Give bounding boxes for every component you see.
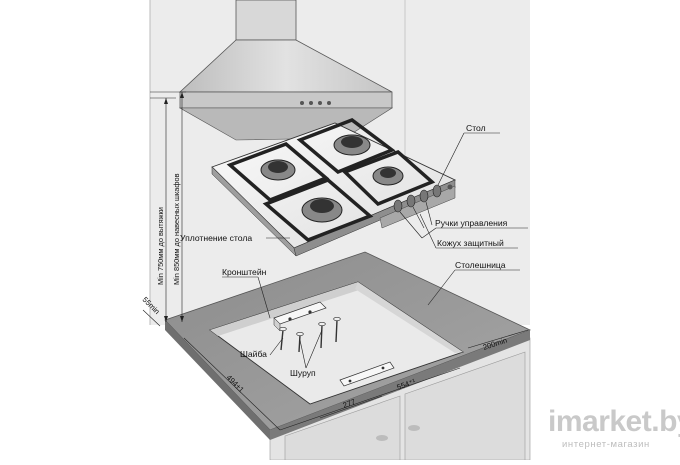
label-screw: Шуруп bbox=[290, 368, 316, 378]
burners bbox=[226, 118, 436, 243]
hood-button-1 bbox=[300, 101, 304, 105]
burner-back-left bbox=[226, 142, 330, 203]
hood-button-3 bbox=[318, 101, 322, 105]
label-bracket: Кронштейн bbox=[222, 267, 267, 277]
mounting-bracket bbox=[273, 301, 395, 387]
base-cabinet bbox=[269, 337, 531, 461]
dim-hood-clearance: Min 750мм до вытяжки bbox=[156, 207, 165, 285]
hood-button-2 bbox=[309, 101, 313, 105]
screws bbox=[279, 316, 341, 353]
label-seal: Уплотнение стола bbox=[180, 233, 252, 243]
countertop-cutout bbox=[209, 281, 465, 405]
label-washer: Шайба bbox=[240, 349, 267, 359]
cabinet-handle-right bbox=[408, 425, 420, 431]
label-shield: Кожух защитный bbox=[437, 238, 504, 248]
watermark-tagline: интернет-магазин bbox=[562, 439, 650, 450]
label-knobs: Ручки управления bbox=[435, 218, 508, 228]
label-countertop: Столешница bbox=[455, 260, 506, 270]
cutout-dimensions bbox=[142, 309, 529, 431]
hood-button-4 bbox=[327, 101, 331, 105]
cabinet-handle-left bbox=[376, 435, 388, 441]
dim-cabinet-clearance: Min 850мм до навесных шкафов bbox=[172, 173, 181, 285]
dim-bracket-offset: 277 bbox=[342, 397, 357, 410]
leader-lines bbox=[222, 132, 528, 369]
watermark: imarket.by интернет-магазин bbox=[548, 405, 680, 450]
burner-back-right bbox=[296, 118, 396, 175]
vertical-dimensions bbox=[150, 91, 186, 322]
label-hob: Стол bbox=[466, 123, 486, 133]
burner-front-right bbox=[341, 149, 436, 207]
control-knobs bbox=[393, 184, 453, 213]
burner-front-left bbox=[262, 177, 374, 243]
callout-labels: Стол Ручки управления Кожух защитный Сто… bbox=[180, 123, 508, 378]
watermark-brand: imarket.by bbox=[548, 405, 680, 438]
